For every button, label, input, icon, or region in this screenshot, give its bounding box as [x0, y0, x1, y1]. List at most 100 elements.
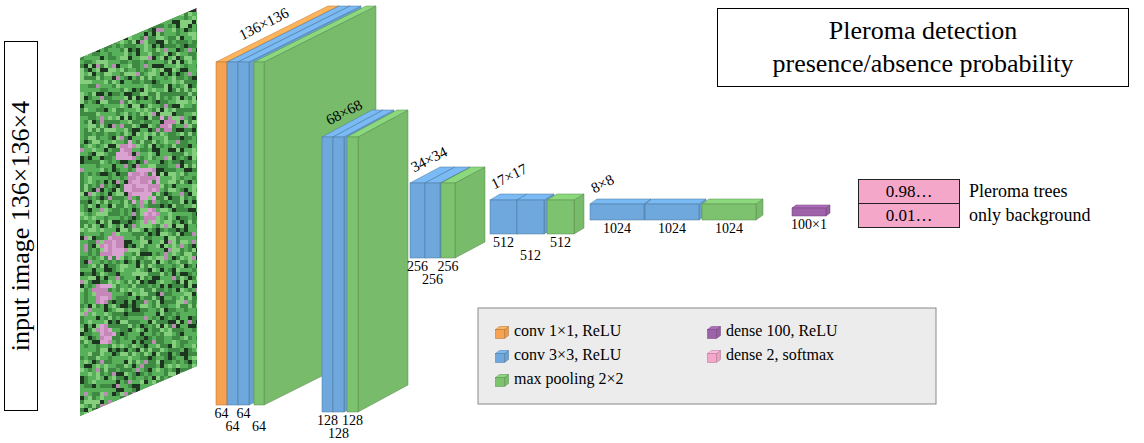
image-pixel: [128, 224, 132, 228]
image-pixel: [96, 104, 100, 108]
image-pixel: [80, 160, 84, 164]
image-pixel: [84, 200, 88, 204]
image-pixel: [176, 44, 180, 48]
image-pixel: [128, 232, 132, 236]
image-pixel: [116, 176, 120, 180]
image-pixel: [100, 116, 104, 120]
image-pixel: [124, 36, 128, 40]
image-pixel: [132, 144, 136, 148]
image-pixel: [144, 172, 148, 176]
image-pixel: [168, 72, 172, 76]
image-pixel: [156, 16, 160, 20]
image-pixel: [136, 224, 140, 228]
image-pixel: [88, 252, 92, 256]
image-pixel: [112, 268, 116, 272]
image-pixel: [148, 84, 152, 88]
image-pixel: [112, 256, 116, 260]
image-pixel: [140, 12, 144, 16]
image-pixel: [160, 28, 164, 32]
image-pixel: [172, 136, 176, 140]
image-pixel: [164, 36, 168, 40]
image-pixel: [96, 244, 100, 248]
image-pixel: [88, 100, 92, 104]
image-pixel: [112, 224, 116, 228]
image-pixel: [172, 52, 176, 56]
image-pixel: [196, 116, 200, 120]
image-pixel: [156, 244, 160, 248]
image-pixel: [84, 104, 88, 108]
image-pixel: [124, 232, 128, 236]
image-pixel: [108, 112, 112, 116]
image-pixel: [120, 148, 124, 152]
image-pixel: [120, 208, 124, 212]
image-pixel: [80, 200, 84, 204]
image-pixel: [112, 244, 116, 248]
image-pixel: [100, 216, 104, 220]
image-pixel: [120, 144, 124, 148]
image-pixel: [80, 128, 84, 132]
image-pixel: [96, 176, 100, 180]
image-pixel: [164, 112, 168, 116]
image-pixel: [160, 208, 164, 212]
image-pixel: [120, 84, 124, 88]
image-pixel: [176, 164, 180, 168]
image-pixel: [124, 24, 128, 28]
image-pixel: [168, 76, 172, 80]
image-pixel: [112, 172, 116, 176]
image-pixel: [168, 180, 172, 184]
image-pixel: [168, 148, 172, 152]
image-pixel: [132, 236, 136, 240]
image-pixel: [88, 240, 92, 244]
image-pixel: [116, 236, 120, 240]
image-pixel: [128, 240, 132, 244]
image-pixel: [100, 268, 104, 272]
image-pixel: [120, 68, 124, 72]
image-pixel: [152, 108, 156, 112]
image-pixel: [84, 256, 88, 260]
image-pixel: [132, 180, 136, 184]
image-pixel: [148, 168, 152, 172]
image-pixel: [132, 148, 136, 152]
image-pixel: [88, 128, 92, 132]
image-pixel: [152, 164, 156, 168]
image-pixel: [192, 20, 196, 24]
image-pixel: [96, 12, 100, 16]
image-pixel: [148, 252, 152, 256]
image-pixel: [88, 220, 92, 224]
image-pixel: [80, 204, 84, 208]
image-pixel: [148, 12, 152, 16]
image-pixel: [160, 16, 164, 20]
image-pixel: [172, 64, 176, 68]
image-pixel: [144, 68, 148, 72]
image-pixel: [116, 28, 120, 32]
image-pixel: [132, 168, 136, 172]
image-pixel: [96, 248, 100, 252]
image-pixel: [124, 20, 128, 24]
image-pixel: [112, 184, 116, 188]
image-pixel: [84, 68, 88, 72]
image-pixel: [176, 212, 180, 216]
image-pixel: [148, 60, 152, 64]
image-pixel: [140, 176, 144, 180]
image-pixel: [176, 140, 180, 144]
image-pixel: [128, 184, 132, 188]
image-pixel: [128, 272, 132, 276]
image-pixel: [112, 80, 116, 84]
image-pixel: [196, 152, 200, 156]
image-pixel: [148, 36, 152, 40]
image-pixel: [140, 208, 144, 212]
image-pixel: [88, 144, 92, 148]
image-pixel: [124, 52, 128, 56]
image-pixel: [184, 116, 188, 120]
image-pixel: [112, 12, 116, 16]
image-pixel: [136, 152, 140, 156]
image-pixel: [152, 204, 156, 208]
image-pixel: [84, 116, 88, 120]
image-pixel: [148, 152, 152, 156]
image-pixel: [92, 8, 96, 12]
image-pixel: [160, 224, 164, 228]
image-pixel: [184, 268, 188, 272]
image-pixel: [92, 248, 96, 252]
image-pixel: [176, 236, 180, 240]
image-pixel: [196, 92, 200, 96]
